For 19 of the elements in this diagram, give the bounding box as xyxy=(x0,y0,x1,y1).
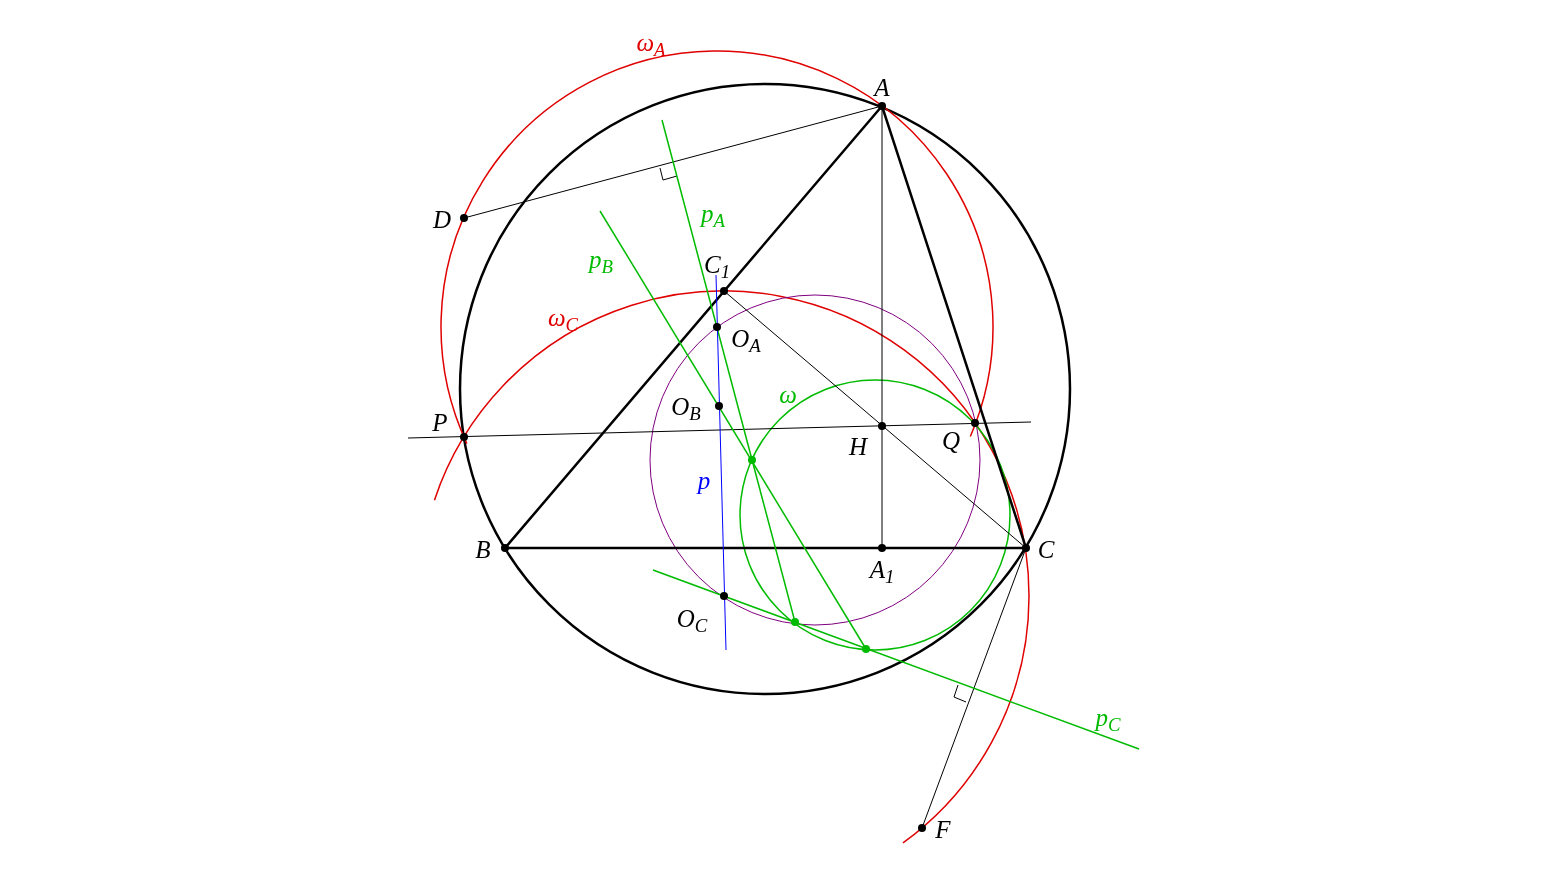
point-label: C xyxy=(1037,536,1055,562)
point-label: p$_{A}$ xyxy=(701,200,725,226)
point-label: p$_{B}$ xyxy=(589,246,613,272)
point-label: C$_{1}$ xyxy=(703,251,731,277)
point-label: D xyxy=(432,206,452,232)
point-label: F xyxy=(935,816,951,842)
point-label: p xyxy=(697,467,711,493)
point-label: ω xyxy=(779,381,797,407)
point-label: ω$_{A}$ xyxy=(636,29,666,55)
point-label: A$_{1}$ xyxy=(869,556,895,582)
point-label: H xyxy=(848,433,868,459)
point-label: O$_{B}$ xyxy=(671,393,701,419)
point-label: A xyxy=(874,74,890,100)
point-label: P xyxy=(432,409,448,435)
point-label: Q xyxy=(941,427,961,453)
point-label: p$_{C}$ xyxy=(1095,704,1121,730)
point-label: O$_{C}$ xyxy=(676,605,708,631)
point-label: O$_{A}$ xyxy=(731,325,761,351)
point-label: B xyxy=(475,536,491,562)
